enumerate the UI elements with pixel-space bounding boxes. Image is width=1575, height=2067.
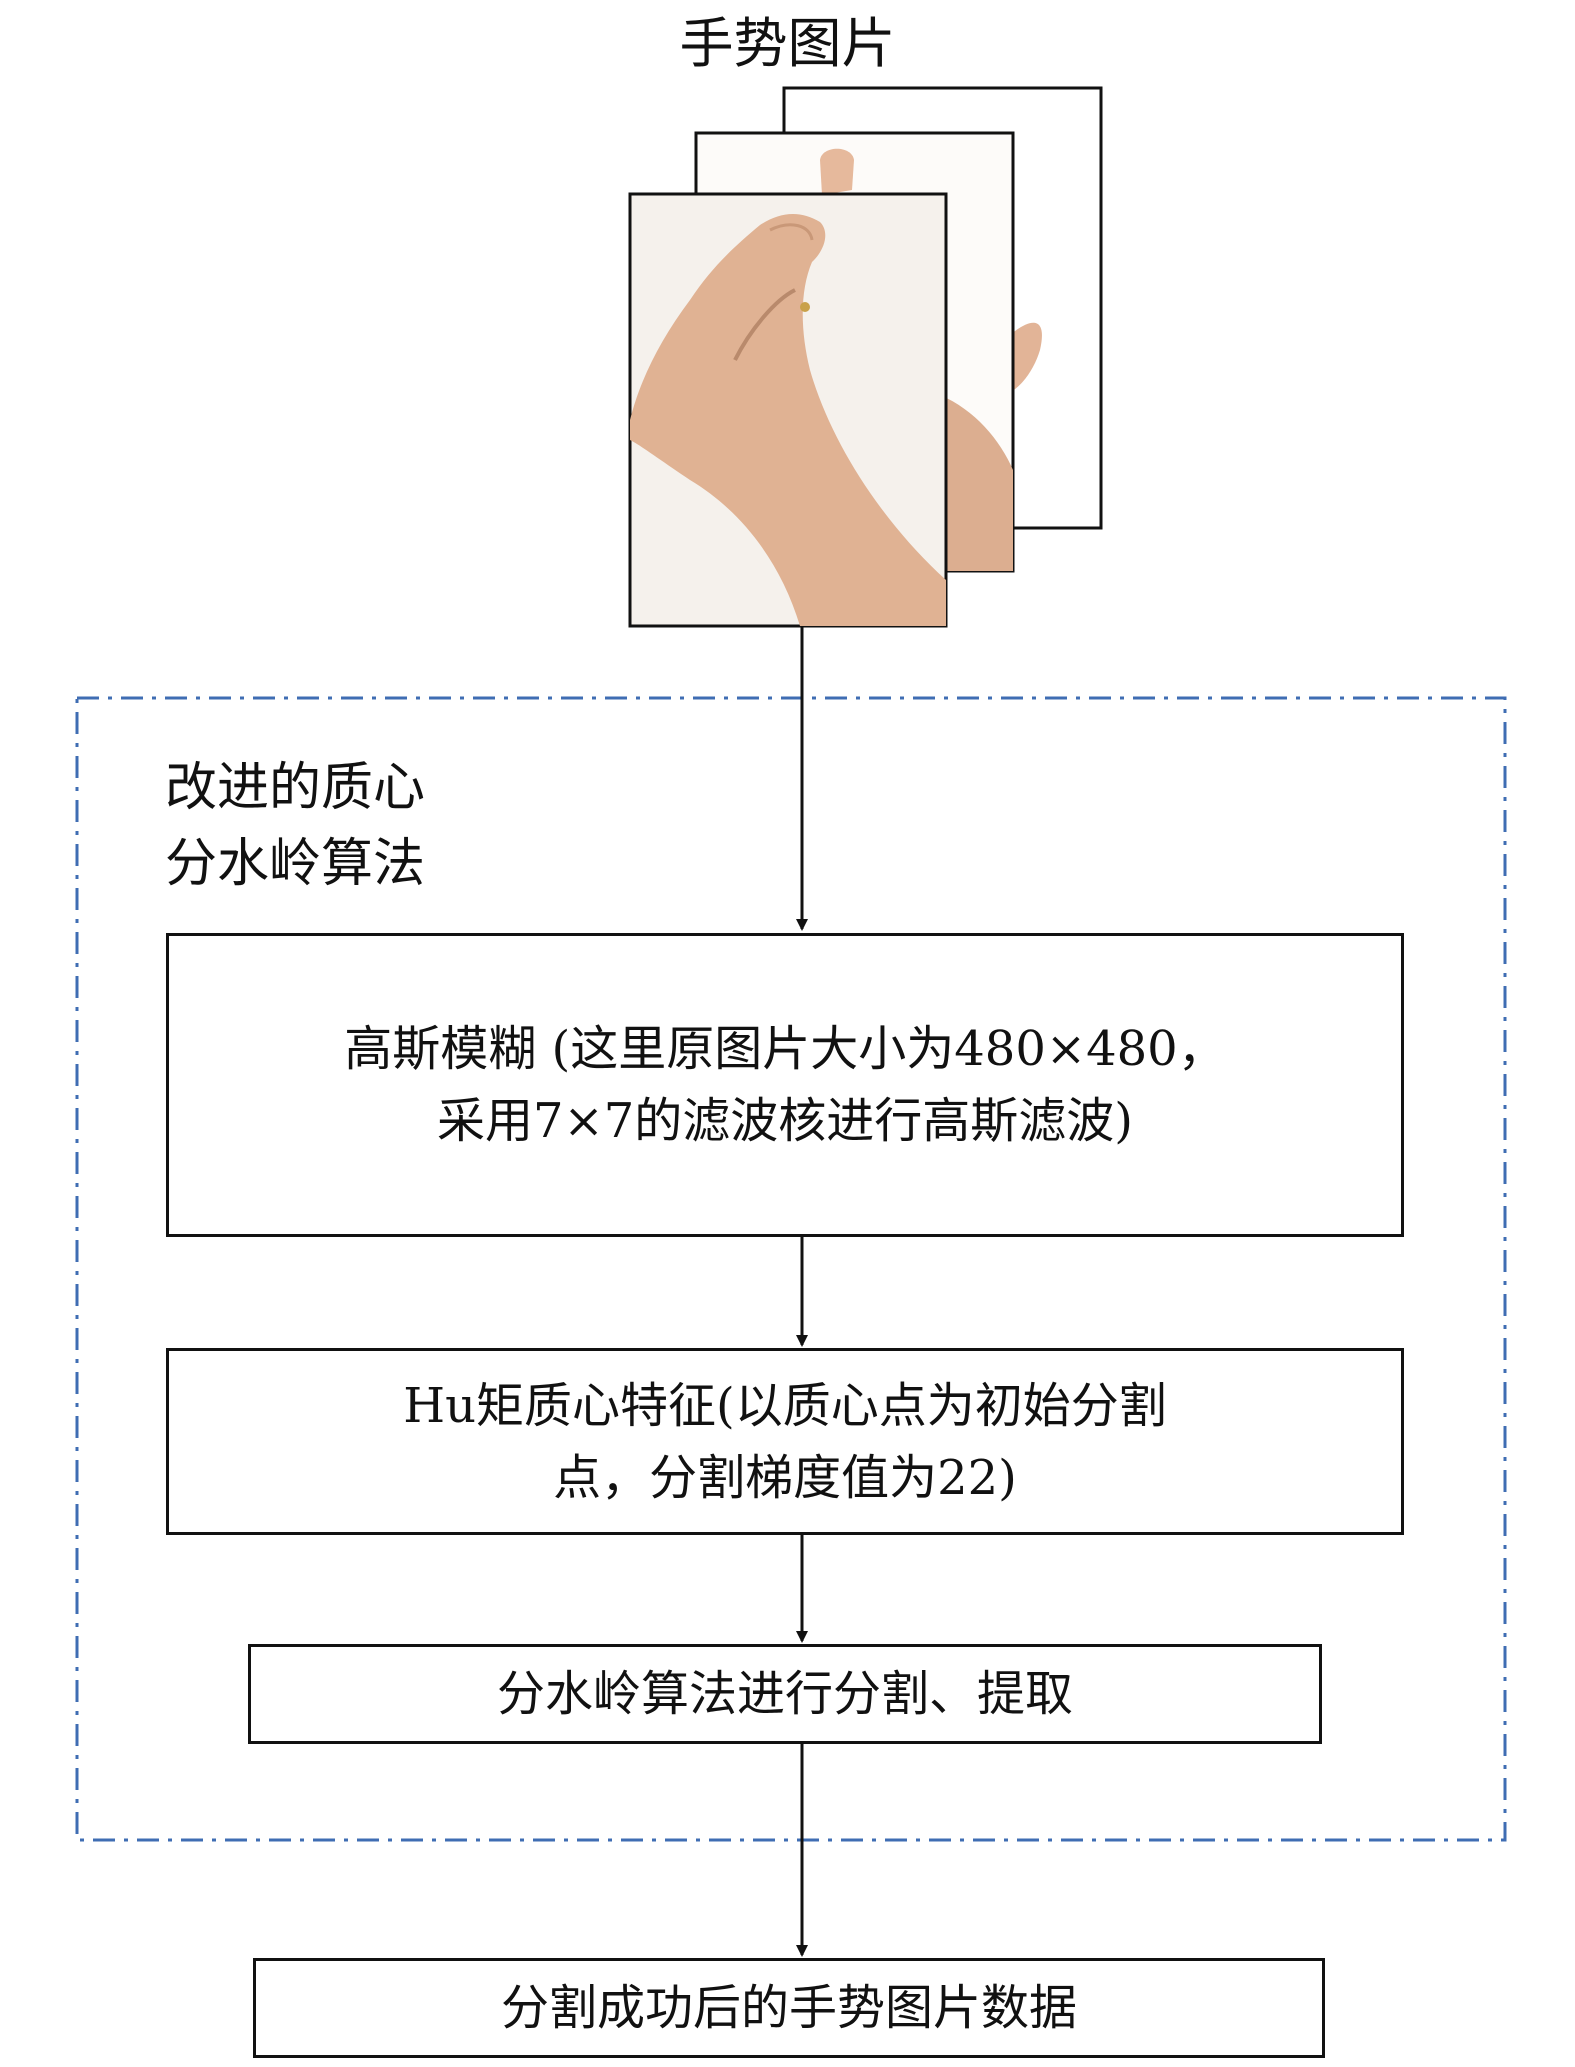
step-text-line1: 高斯模糊 (这里原图片大小为480×480， xyxy=(344,1021,1226,1077)
input-title: 手势图片 xyxy=(679,12,896,75)
gaussian-blur-step: 高斯模糊 (这里原图片大小为480×480， 采用7×7的滤波核进行高斯滤波) xyxy=(166,933,1404,1237)
hand-photo-icon xyxy=(820,148,1013,571)
step-text-line2: 采用7×7的滤波核进行高斯滤波) xyxy=(436,1093,1134,1149)
watershed-step: 分水岭算法进行分割、提取 xyxy=(248,1644,1322,1744)
group-label-line1: 改进的质心 xyxy=(165,758,426,818)
hand-photo-icon xyxy=(630,214,946,626)
algorithm-group-border xyxy=(75,696,1507,1842)
output-box: 分割成功后的手势图片数据 xyxy=(253,1958,1325,2058)
group-label-line2: 分水岭算法 xyxy=(165,834,426,894)
gesture-photo-front xyxy=(628,192,948,628)
step-text-line1: 分水岭算法进行分割、提取 xyxy=(496,1666,1073,1722)
step-text-line1: Hu矩质心特征(以质心点为初始分割 xyxy=(403,1377,1167,1434)
step-text-line2: 点，分割梯度值为22) xyxy=(553,1449,1017,1506)
output-text: 分割成功后的手势图片数据 xyxy=(500,1980,1077,2036)
hu-moment-step: Hu矩质心特征(以质心点为初始分割 点，分割梯度值为22) xyxy=(166,1348,1404,1535)
algorithm-group-label: 改进的质心 分水岭算法 xyxy=(165,750,425,902)
